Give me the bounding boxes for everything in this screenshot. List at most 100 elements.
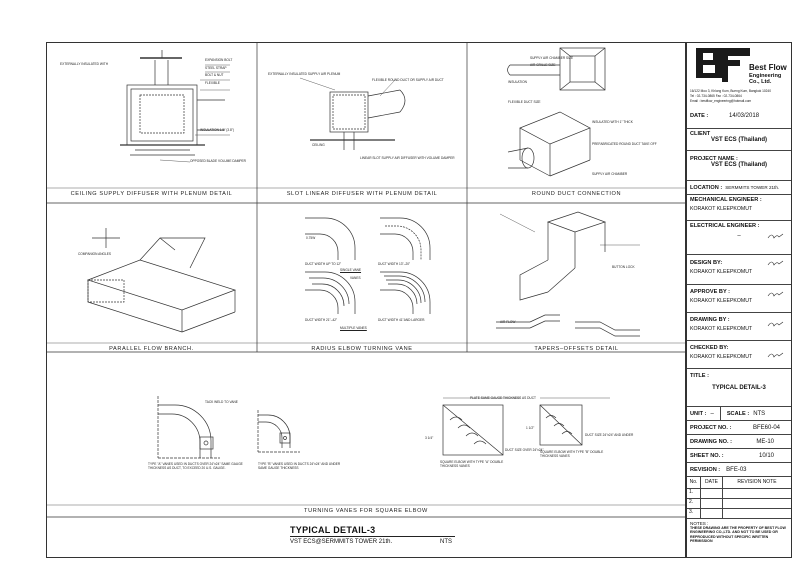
round-duct-drawing — [507, 47, 606, 177]
square-elbow-vanes-drawing — [157, 396, 610, 459]
approve-by-label: APPROVE BY : — [690, 289, 730, 295]
company-name-2: Engineering Co., Ltd. — [749, 73, 782, 85]
annotation: SUPPLY AIR CHAMBER SIZE — [530, 56, 574, 60]
annotation: EXTERNALLY INSULATED WITH — [60, 62, 108, 66]
location-value: SERMMITS TOWER 21th. — [725, 185, 780, 190]
date-label: DATE : — [690, 113, 709, 119]
annotation: EXTERNALLY INSULATED SUPPLY AIR PLENUM — [268, 72, 341, 76]
annotation: DUCT WIDTH 13"–20" — [378, 262, 411, 266]
notes-text: THESE DRAWING ARE THE PROPERTY OF BEST F… — [690, 526, 786, 544]
annotation: MULTIPLE VANES — [340, 326, 367, 330]
annotation: DUCT SIZE OVER 24"x24" — [505, 448, 544, 452]
annotation: INSULATED WITH 1" THICK — [592, 120, 633, 124]
approve-by-value: KORAKOT KLEEPKOMUT — [690, 298, 753, 304]
project-name-label: PROJECT NAME : — [690, 156, 738, 162]
ceiling-diffuser-drawing — [120, 50, 230, 163]
design-by-label: DESIGN BY: — [690, 260, 723, 266]
electrical-engineer-label: ELECTRICAL ENGINEER : — [690, 223, 760, 229]
annotation: TYPE "A" VANES USED IN DUCTS OVER 24"x24… — [148, 462, 243, 470]
annotation: OPPOSED BLADE VOLUME DAMPER — [190, 159, 246, 163]
company-logo — [696, 48, 750, 82]
annotation: STEEL STRAP — [205, 66, 227, 70]
annotation: AIR GRILLE SIZE — [530, 63, 556, 67]
annotation: DUCT WIDTH UP TO 12" — [305, 262, 342, 266]
annotation: FLEXIBLE — [205, 81, 220, 85]
drawing-scale: NTS — [440, 539, 452, 545]
title-block: Best Flow Engineering Co., Ltd. 16/122 M… — [686, 42, 792, 558]
notes-label: NOTES : — [690, 521, 709, 526]
annotation: VANES — [350, 276, 361, 280]
annotation: CEILING — [312, 143, 325, 147]
revision-label: REVISION : — [690, 466, 721, 473]
annotation: DUCT SIZE 24"x24" AND UNDER — [585, 433, 634, 437]
project-name-value: VST ECS (Thailand) — [710, 162, 767, 168]
annotation: 0.75W — [306, 236, 316, 240]
revision-row: 3. — [687, 509, 791, 519]
sheet-no-value: 10/10 — [758, 452, 774, 459]
caption-parallel-branch: PARALLEL FLOW BRANCH. — [109, 346, 194, 352]
caption-radius-elbow: RADIUS ELBOW TURNING VANE — [311, 346, 413, 352]
annotation: EXPANSION BOLT — [205, 58, 233, 62]
project-no-label: PROJECT NO. : — [690, 424, 732, 431]
drawing-area — [46, 42, 686, 558]
parallel-flow-branch-drawing — [86, 228, 237, 333]
annotation: SQUARE ELBOW WITH TYPE "A" DOUBLE THICKN… — [440, 460, 504, 468]
location-label: LOCATION : — [690, 184, 723, 191]
title-label: TITLE : — [690, 373, 709, 379]
unit-label: UNIT : — [690, 410, 707, 417]
company-info: Best Flow Engineering Co., Ltd. 16/122 M… — [687, 43, 791, 129]
unit-value: – — [710, 410, 714, 417]
annotation: 1 1/2" — [526, 426, 535, 430]
annotation: AIR FLOW — [500, 320, 516, 324]
annotation: SINGLE VANE — [340, 268, 362, 272]
mechanical-engineer-value: KORAKOT KLEEPKOMUT — [690, 206, 753, 212]
company-address: 16/122 Moo 3, Khlong Kum, Bueng Kum, Ban… — [690, 89, 771, 93]
drawing-by-label: DRAWING BY : — [690, 317, 730, 323]
caption-ceiling-diffuser: CEILING SUPPLY DIFFUSER WITH PLENUM DETA… — [70, 191, 233, 197]
caption-square-elbow: TURNING VANES FOR SQUARE ELBOW — [304, 508, 428, 514]
drawing-by-value: KORAKOT KLEEPKOMUT — [690, 326, 753, 332]
revision-value: BFE-03 — [726, 466, 747, 473]
annotation: BUTTON LOCK — [612, 265, 635, 269]
annotation: INSULATION 1.5" (3.8") — [200, 128, 234, 132]
annotation: SQUARE ELBOW WITH TYPE "B" DOUBLE THICKN… — [540, 450, 604, 458]
design-by-value: KORAKOT KLEEPKOMUT — [690, 269, 753, 275]
annotation: FLEXIBLE ROUND DUCT OR SUPPLY AIR DUCT — [372, 78, 444, 82]
annotation: 3 1/4" — [425, 436, 434, 440]
drawing-no-label: DRAWING NO. : — [690, 438, 732, 445]
company-name: Best Flow — [749, 63, 787, 72]
company-email: Email : bestflow_engineering@hotmail.com — [690, 99, 752, 103]
annotation: INSULATION — [508, 80, 527, 84]
company-contact: Tel : 02-734-0865 Fax : 02-734-0864 — [690, 94, 742, 98]
client-value: VST ECS (Thailand) — [710, 137, 767, 143]
revision-table-header: No. DATE REVISION NOTE — [687, 477, 791, 489]
scale-label: SCALE : — [726, 410, 750, 417]
rev-col-note: REVISION NOTE — [737, 479, 777, 485]
scale-value: NTS — [753, 410, 766, 417]
drawing-subtitle: VST ECS@SERMMITS TOWER 21th. — [290, 539, 393, 545]
caption-slot-diffuser: SLOT LINEAR DIFFUSER WITH PLENUM DETAIL — [286, 191, 438, 197]
signature-marks — [767, 233, 784, 358]
checked-by-value: KORAKOT KLEEPKOMUT — [690, 354, 753, 360]
annotation: FLEXIBLE DUCT SIZE — [508, 100, 541, 104]
project-no-value: BFE60-04 — [752, 424, 780, 431]
drawing-title: TYPICAL DETAIL-3 — [290, 525, 376, 535]
date-value: 14/03/2018 — [729, 113, 760, 119]
sheet-no-label: SHEET NO. : — [690, 452, 724, 459]
annotation: DUCT WIDTH 41"AND LARGER. — [378, 318, 426, 322]
annotation: PLATE SAME GAUGE THICKNESS AS DUCT — [470, 396, 536, 400]
annotation: COMPANION ANGLES — [78, 252, 112, 256]
mechanical-engineer-label: MECHANICAL ENGINEER : — [690, 197, 762, 203]
annotation: BOLT & NUT — [205, 73, 224, 77]
caption-round-duct: ROUND DUCT CONNECTION — [531, 191, 622, 197]
revision-row: 2. — [687, 499, 791, 509]
tapers-offsets-drawing — [496, 211, 640, 337]
rev-col-no: No. — [687, 477, 701, 488]
title-value: TYPICAL DETAIL-3 — [712, 385, 766, 391]
annotation: TACK WELD TO VANE — [205, 400, 238, 404]
annotation: SUPPLY AIR CHAMBER — [592, 172, 628, 176]
annotation: DUCT WIDTH 21"–42" — [305, 318, 338, 322]
revision-row: 1. — [687, 489, 791, 499]
